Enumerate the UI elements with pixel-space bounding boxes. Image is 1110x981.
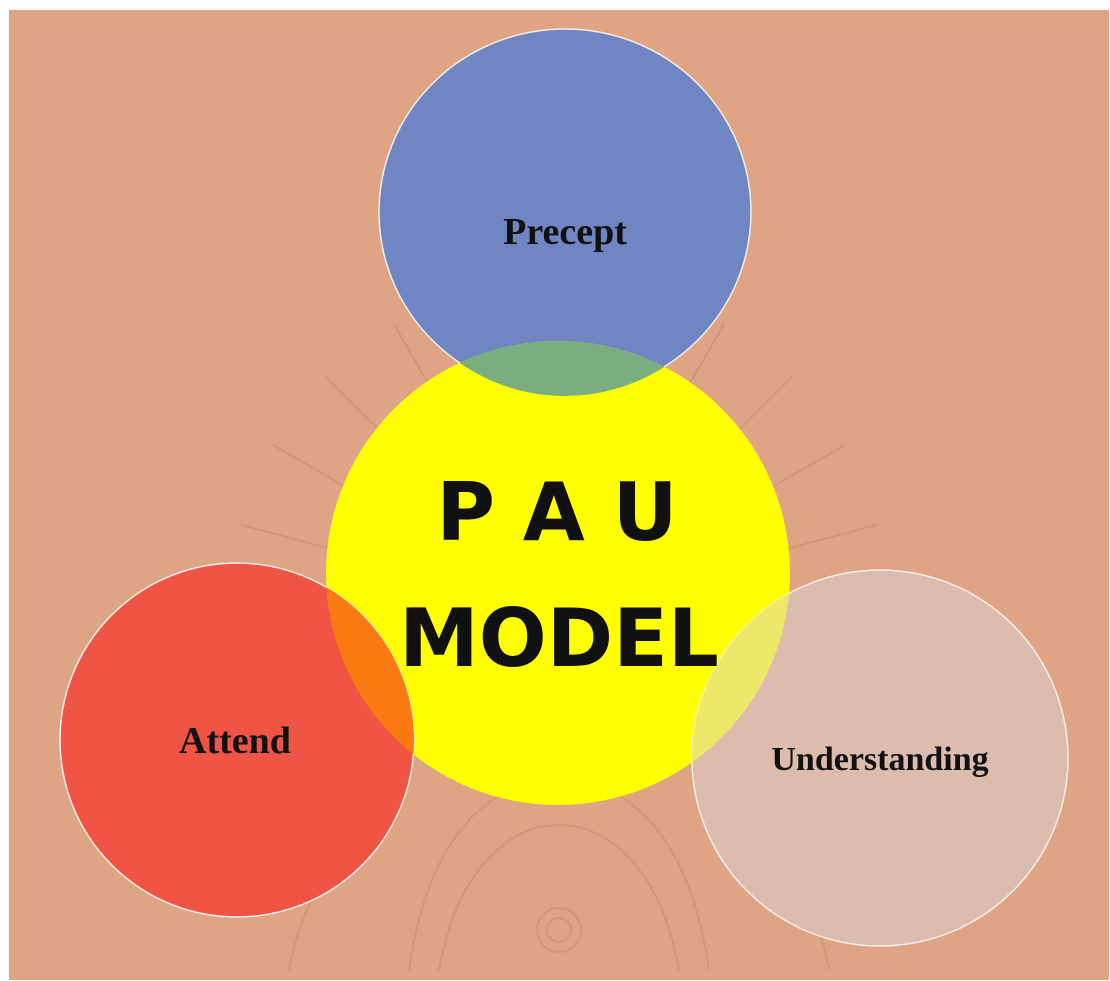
understanding-circle — [691, 569, 1069, 947]
pau-model-circle — [326, 341, 790, 805]
model-title: MODEL — [399, 592, 719, 685]
venn-diagram: Precept Attend Understanding P A U MODEL — [59, 28, 1069, 971]
diagram-canvas: Precept Attend Understanding P A U MODEL — [9, 10, 1109, 980]
attend-center-overlap — [326, 587, 415, 755]
precept-center-overlap — [459, 341, 665, 397]
understanding-center-overlap — [692, 593, 790, 763]
attend-label: Attend — [179, 720, 291, 762]
understanding-label: Understanding — [771, 741, 988, 778]
precept-label: Precept — [503, 211, 627, 253]
pau-title: P A U — [436, 466, 677, 559]
